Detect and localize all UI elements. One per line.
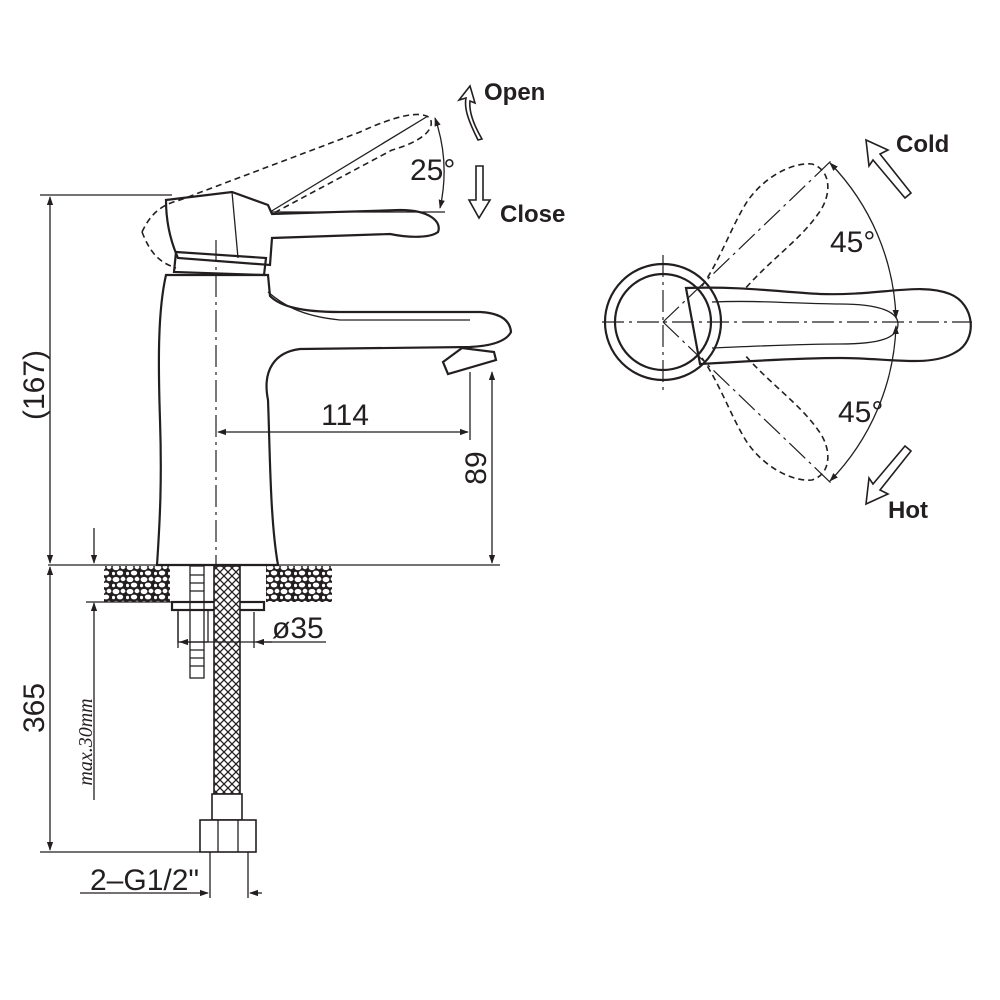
faucet-body: [155, 273, 513, 567]
threaded-stud: [189, 565, 205, 679]
side-view: (167) 114 89 ø35 max.30mm 365 2–G1/2": [18, 79, 565, 898]
close-label: Close: [500, 201, 565, 228]
aerator: [441, 346, 498, 376]
spout-height-label: 89: [460, 451, 493, 484]
stud-threads: [190, 574, 204, 667]
hose-ferrule: [211, 793, 243, 821]
lever-hot-position: [701, 353, 829, 481]
top-cold-axis: [662, 159, 833, 323]
flexible-hose: [213, 565, 241, 795]
hot-angle-label: 45°: [838, 396, 883, 429]
spout-contour: [267, 291, 470, 321]
connection-label: 2–G1/2": [90, 864, 199, 897]
hose-nut: [199, 819, 257, 853]
lever-cold-position: [701, 163, 829, 291]
height-label: (167): [18, 350, 51, 420]
cold-angle-arc: [829, 162, 899, 319]
cold-angle-label: 45°: [830, 226, 875, 259]
hose-length-label: 365: [18, 683, 51, 733]
thickness-label: max.30mm: [75, 698, 97, 785]
handle-open-outline-lower: [141, 231, 177, 269]
countertop-stone-right: [266, 566, 332, 602]
hot-angle-arc: [829, 325, 899, 482]
diameter-label: ø35: [272, 612, 324, 645]
cold-arrow-icon: [865, 138, 913, 200]
top-hot-axis: [662, 321, 833, 485]
rotation-open-line: [269, 115, 429, 213]
lever-top: [684, 286, 972, 366]
rotation-angle-label: 25°: [410, 154, 455, 187]
reach-label: 114: [321, 399, 369, 432]
hot-arrow-icon: [865, 444, 913, 506]
hot-label: Hot: [888, 497, 928, 524]
handle-edge: [231, 191, 239, 259]
top-view: 45° 45° Cold Hot: [602, 131, 972, 524]
handle-closed: [164, 190, 440, 267]
handle-collar: [172, 250, 268, 277]
cold-label: Cold: [896, 131, 949, 158]
rotation-angle-arc: [434, 117, 445, 209]
countertop-stone-left: [104, 566, 170, 602]
handle-open-outline: [141, 113, 433, 233]
close-arrow-icon: [467, 165, 492, 220]
open-arrow-icon: [456, 84, 484, 141]
lever-inner: [711, 300, 899, 349]
open-label: Open: [484, 79, 545, 106]
